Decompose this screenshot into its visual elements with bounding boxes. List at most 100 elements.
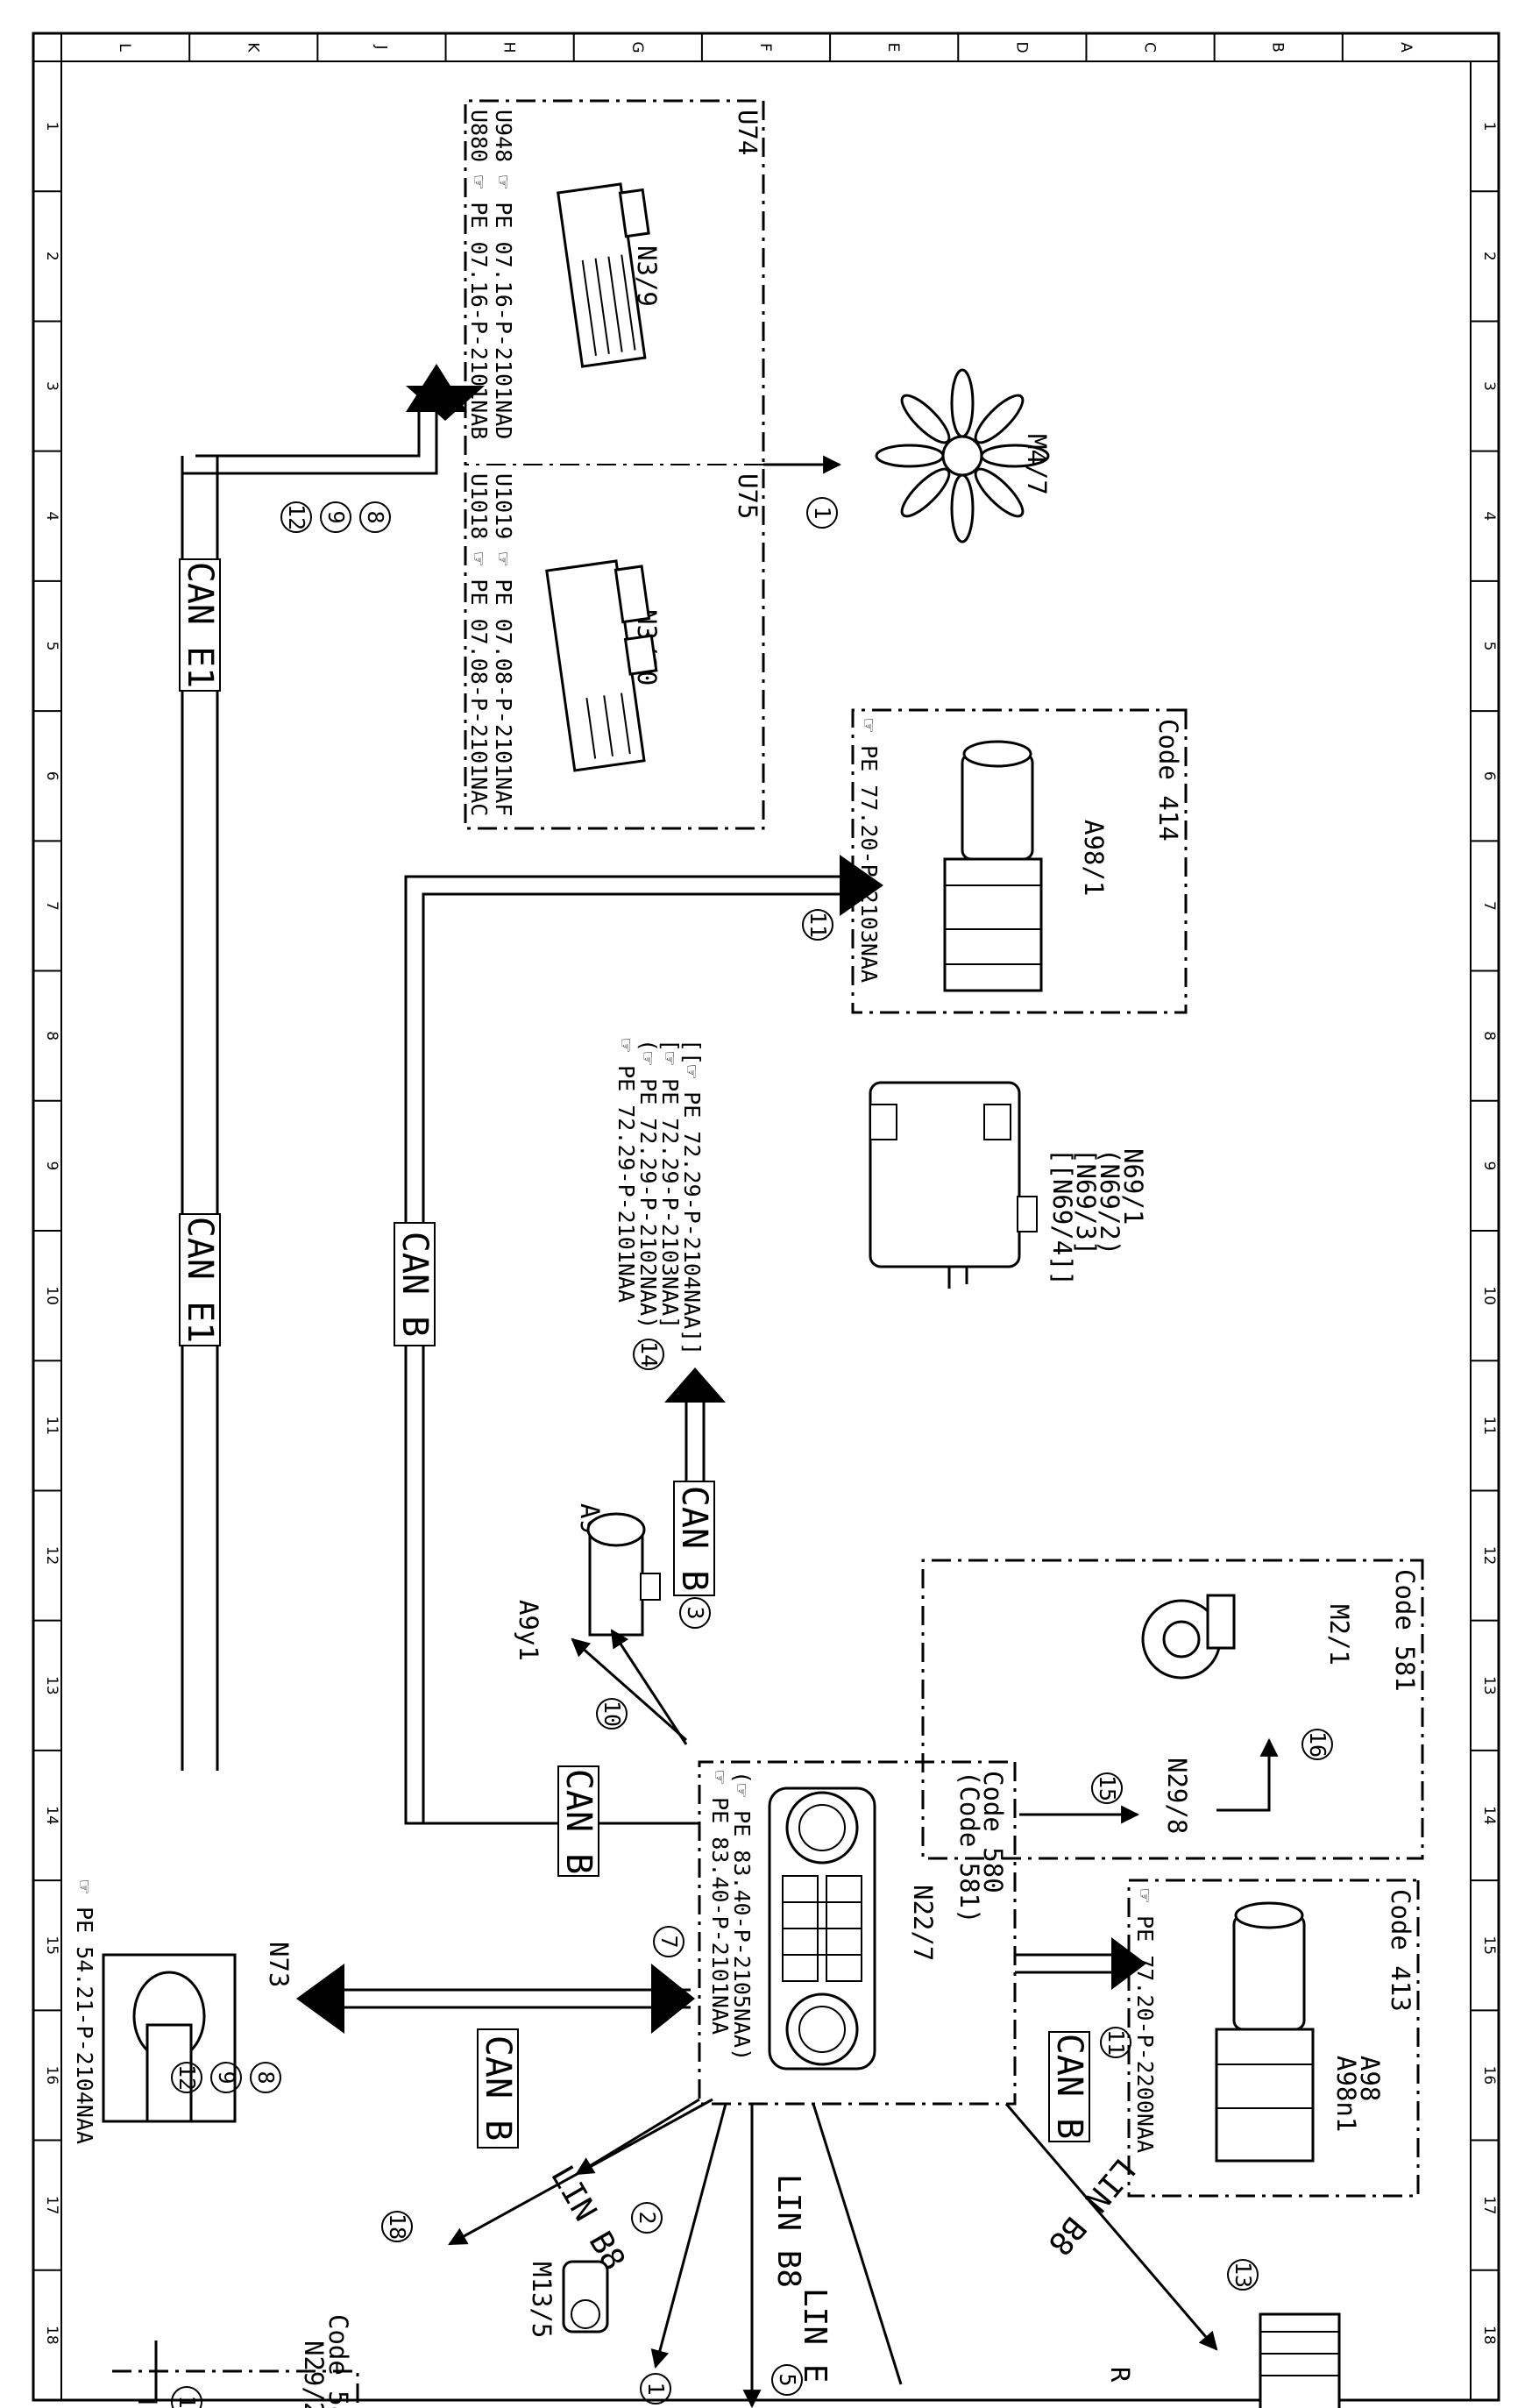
- component-name: A98: [1355, 2056, 1385, 2101]
- component-name: N29/2: [299, 2341, 329, 2408]
- column-letter: J: [372, 44, 389, 49]
- component-name: A9y1: [514, 1600, 543, 1661]
- row-number: 13: [1480, 1676, 1498, 1695]
- bus-label-can-b: CAN B: [478, 2035, 518, 2141]
- ref-circle: 11: [805, 912, 831, 938]
- bus-label-can-b: CAN B: [394, 1232, 435, 1337]
- row-number: 9: [43, 1161, 60, 1170]
- row-number: 11: [43, 1417, 60, 1436]
- row-number: 8: [43, 1031, 60, 1041]
- pe-reference: (☞ PE 83.40-P-2105NAA): [729, 1771, 755, 2061]
- actuator-icon: [943, 740, 1043, 992]
- n22-7-climate-control: Code 580 (Code 581) N22/7 ☞ PE 83.40-P-2…: [698, 1760, 1017, 2106]
- code-label: (Code 581): [954, 1771, 984, 1924]
- column-letter: B: [1269, 42, 1287, 53]
- ref-circle: 1: [643, 2382, 669, 2395]
- row-number: 15: [1480, 1936, 1498, 1955]
- row-number: 12: [1480, 1546, 1498, 1566]
- row-number: 5: [1480, 642, 1498, 651]
- row-number: 2: [1480, 252, 1498, 261]
- bus-label-can-e1: CAN E1: [180, 1217, 220, 1344]
- row-number: 5: [43, 642, 60, 651]
- row-number: 12: [43, 1546, 60, 1566]
- compressor-icon: [586, 1512, 661, 1637]
- can-e1-bus: CAN E1 CAN E1: [179, 386, 485, 1771]
- row-number: 14: [43, 1806, 60, 1825]
- ref-circle: 9: [323, 510, 349, 523]
- a9-compressor: A9 A9y1 3 10: [514, 1503, 711, 1745]
- control-panel-icon: [768, 1786, 876, 2071]
- ref-circle: 7: [656, 1935, 682, 1948]
- column-letter: K: [244, 42, 261, 53]
- row-number: 14: [1480, 1806, 1498, 1825]
- row-number: 10: [1480, 1286, 1498, 1305]
- column-letter: D: [1012, 41, 1030, 53]
- n73-ignition-switch: N73 ☞ PE 54.21-P-2104NAA 8 9 12: [72, 1880, 294, 2144]
- code-582-box: Code 582 N29/2 1: [112, 2314, 359, 2408]
- ignition-switch-icon: [102, 1953, 237, 2123]
- bus-label-can-b: CAN B: [558, 1769, 599, 1874]
- ref-circle: 12: [174, 2064, 200, 2091]
- bus-label-can-e1: CAN E1: [180, 562, 220, 689]
- ref-circle: 9: [214, 2071, 239, 2084]
- pe-reference: [☞ PE 72.29-P-2103NAA]: [657, 1039, 683, 1329]
- row-number: 16: [1480, 2066, 1498, 2085]
- row-number: 8: [1480, 1031, 1498, 1041]
- component-name: R: [1105, 2367, 1135, 2383]
- component-name: M13/5: [527, 2262, 557, 2338]
- row-number: 7: [1480, 901, 1498, 911]
- ref-circle: 10: [599, 1701, 625, 1727]
- column-letter: A: [1397, 42, 1415, 53]
- row-number: 18: [43, 2326, 60, 2345]
- row-number: 1: [43, 122, 60, 131]
- ref-circle: 1: [810, 506, 835, 519]
- fan-m4-7: M4/7 1: [763, 368, 1052, 543]
- bus-label-lin-b8: LIN B8: [770, 2174, 806, 2288]
- bus-label-lin-e: LIN E: [797, 2288, 833, 2383]
- row-number: 10: [43, 1286, 60, 1305]
- ref-circle: 3: [683, 1606, 708, 1619]
- component-name: [N69/3]: [1071, 1148, 1101, 1255]
- code-413-box: Code 413 A98 A98n1 ☞ PE 77.20-P-2200NAA …: [1015, 1879, 1420, 2198]
- pe-reference: (☞ PE 72.29-P-2102NAA): [635, 1039, 661, 1329]
- code-label: Code 414: [1153, 719, 1183, 842]
- ecu-id-u75: U75: [733, 473, 762, 519]
- row-number: 6: [43, 771, 60, 781]
- row-number: 2: [43, 252, 60, 261]
- row-number: 9: [1480, 1161, 1498, 1170]
- pe-reference: ☞ PE 72.29-P-2101NAA: [614, 1039, 639, 1303]
- pe-reference: ☞ PE 77.20-P-2200NAA: [1132, 1889, 1158, 2153]
- ref-circle: 18: [385, 2213, 410, 2240]
- blower-icon: [1259, 2312, 1341, 2408]
- pe-reference: ☞ PE 83.40-P-2101NAA: [707, 1771, 733, 2035]
- motor-icon: [562, 2260, 609, 2333]
- row-number: 6: [1480, 771, 1498, 781]
- component-name: A98n1: [1331, 2056, 1361, 2132]
- ref-circle: 8: [363, 510, 388, 523]
- row-number: 18: [1480, 2326, 1498, 2345]
- component-name: A98/1: [1079, 820, 1109, 896]
- ref-circle: 5: [775, 2373, 800, 2386]
- ecu-module-icon: [545, 559, 658, 772]
- row-number: 4: [43, 511, 60, 521]
- ref-circle: 11: [1103, 2029, 1129, 2056]
- row-number: 13: [43, 1676, 60, 1695]
- can-b-bus-1: CAN B CAN B 11: [394, 855, 883, 1877]
- n69-modules: N69/1 (N69/2) [N69/3] [[N69/4]] ☞ PE 72.…: [614, 1039, 1148, 1596]
- code-label: Code 581: [1390, 1569, 1420, 1692]
- bus-label-lin-b8: LIN B8: [543, 2160, 632, 2277]
- column-letter: H: [500, 42, 518, 53]
- component-name: N29/8: [1162, 1758, 1192, 1834]
- ref-circle: 1: [174, 2395, 200, 2408]
- ecu-ref-u1019: U1019 ☞ PE 07.08-P-2101NAF: [491, 473, 516, 816]
- ref-circle: 16: [1305, 1731, 1330, 1758]
- ecu-ref-u1018: U1018 ☞ PE 07.08-P-2101NAC: [466, 473, 492, 816]
- pe-reference: ☞ PE 54.21-P-2104NAA: [72, 1880, 97, 2144]
- column-letter: L: [116, 43, 133, 52]
- row-number: 3: [1480, 381, 1498, 391]
- component-name: N69/1: [1118, 1148, 1148, 1225]
- fan-name: M4/7: [1022, 434, 1052, 495]
